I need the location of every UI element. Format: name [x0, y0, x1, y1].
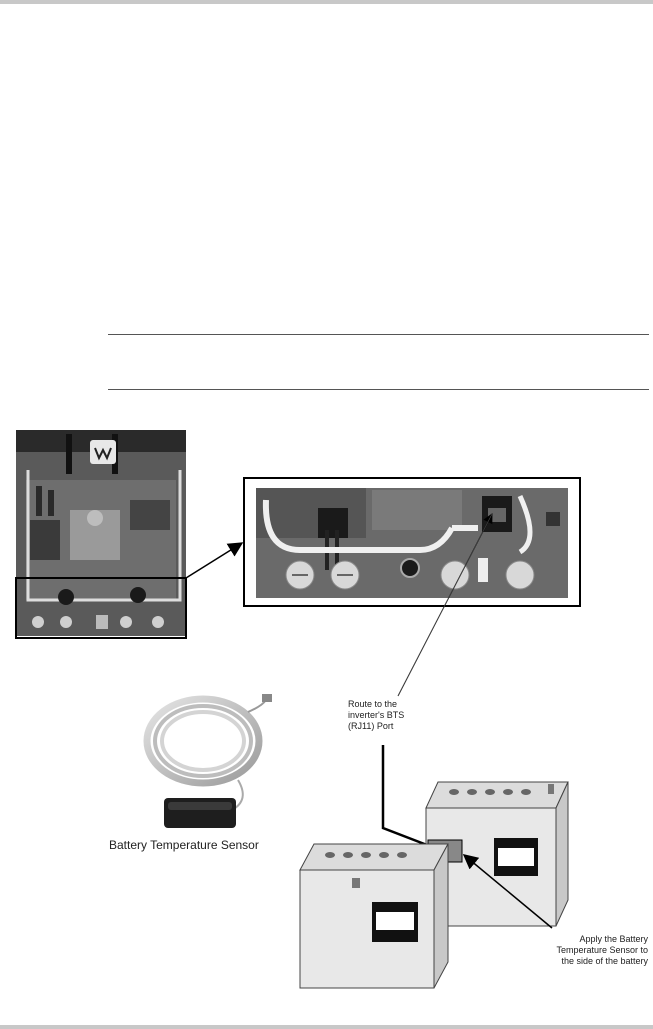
battery-front [299, 843, 449, 989]
page-bottom-bar [0, 1025, 653, 1029]
zoom-arrow [185, 542, 244, 579]
connector-closeup-photo [243, 477, 581, 607]
temperature-sensor [143, 694, 272, 828]
page-top-bar [0, 0, 653, 4]
port-pointer-line [397, 513, 493, 697]
sensor-cable [381, 745, 441, 852]
inverter-board-photo [15, 430, 187, 639]
note-top-rule [108, 334, 649, 335]
note-bottom-rule [108, 389, 649, 390]
route-label: Route to the inverter's BTS (RJ11) Port [348, 699, 405, 731]
apply-pointer-line [462, 854, 553, 929]
apply-label: Apply the Battery Temperature Sensor to … [556, 934, 648, 966]
sensor-caption: Battery Temperature Sensor [109, 838, 259, 852]
